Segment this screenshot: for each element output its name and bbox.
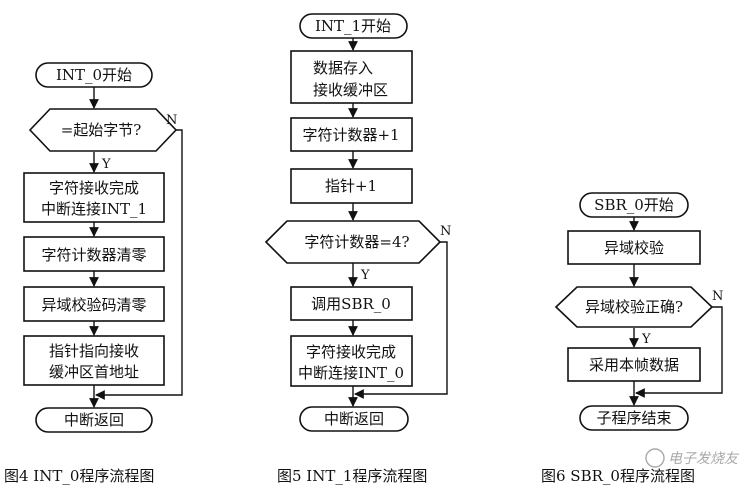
node-sbr0-end	[579, 405, 689, 431]
node-int1-step4-label: 调用SBR_0	[311, 295, 391, 313]
node-int0-step1-label-2: 中断连接INT_1	[41, 200, 147, 218]
node-sbr0-end-label: 子程序结束	[596, 409, 671, 427]
node-int0-start	[35, 62, 153, 88]
label-sbr0-no: N	[712, 289, 723, 304]
edge-int1-no-branch	[354, 241, 448, 399]
node-sbr0-step1	[567, 230, 701, 265]
node-int0-start-label: INT_0开始	[56, 66, 132, 84]
caption-sbr0: 图6 SBR_0程序流程图	[541, 467, 695, 485]
watermark: 电子发烧友	[645, 448, 740, 468]
node-int1-decision-label: 字符计数器=4?	[304, 233, 409, 251]
node-sbr0-decision	[554, 286, 714, 328]
node-int1-step1-label-2: 接收缓冲区	[313, 81, 388, 99]
node-int1-step2	[290, 117, 413, 152]
node-int0-step2-label: 字符计数器清零	[41, 246, 146, 264]
node-int0-decision	[28, 108, 178, 152]
node-int1-step3	[290, 168, 413, 204]
node-int0-end-label: 中断返回	[64, 411, 124, 429]
node-int0-step2	[23, 236, 165, 272]
node-sbr0-decision-label: 异域校验正确?	[585, 298, 683, 316]
node-sbr0-step2	[567, 347, 701, 382]
flowchart-int0: INT_0开始 =起始字节? 字符接收完成 中断连接INT_1 字符计数器清零 …	[4, 62, 183, 485]
node-int0-step4-label-1: 指针指向接收	[49, 342, 139, 360]
node-sbr0-step1-label: 异域校验	[604, 239, 664, 257]
node-int0-step1-label-1: 字符接收完成	[49, 179, 139, 197]
node-int1-step5-label-1: 字符接收完成	[306, 343, 396, 361]
node-int0-step4-label-2: 缓冲区首地址	[49, 363, 139, 381]
caption-int0: 图4 INT_0程序流程图	[4, 467, 154, 485]
label-int0-yes: Y	[101, 157, 111, 172]
node-int0-step4	[23, 335, 165, 386]
label-int1-no: N	[440, 224, 451, 239]
node-int0-end	[35, 407, 153, 433]
label-sbr0-yes: Y	[641, 332, 651, 347]
watermark-logo-icon	[645, 448, 665, 468]
node-int0-step3	[23, 286, 165, 322]
edge-sbr0-no-branch	[635, 306, 723, 398]
node-int1-end-label: 中断返回	[324, 410, 384, 428]
caption-int1: 图5 INT_1程序流程图	[277, 467, 427, 485]
edge-int0-no-branch	[95, 129, 183, 400]
flowchart-sbr0: SBR_0开始 异域校验 异域校验正确? 采用本帧数据 子程序结束 Y N 图6…	[541, 192, 723, 485]
label-int1-yes: Y	[360, 268, 370, 283]
node-sbr0-step2-label: 采用本帧数据	[589, 356, 679, 374]
node-sbr0-start-label: SBR_0开始	[594, 196, 674, 214]
node-int1-decision	[264, 220, 442, 264]
node-int0-step1	[23, 172, 165, 223]
node-int1-step2-label: 字符计数器+1	[302, 126, 399, 144]
node-int1-step3-label: 指针+1	[325, 177, 377, 195]
node-int0-decision-label: =起始字节?	[61, 121, 142, 139]
node-int1-step1-label-1: 数据存入	[313, 59, 373, 77]
node-sbr0-start	[579, 192, 689, 218]
node-int1-start	[299, 13, 408, 39]
node-int1-step5	[290, 335, 413, 387]
node-int1-start-label: INT_1开始	[315, 17, 391, 35]
watermark-text: 电子发烧友	[668, 451, 740, 467]
flowchart-int1: INT_1开始 数据存入 接收缓冲区 字符计数器+1 指针+1 字符计数器=4?…	[264, 13, 451, 485]
node-int1-step4	[290, 286, 413, 321]
node-int0-step3-label: 异域校验码清零	[41, 296, 146, 314]
node-int1-step1	[290, 50, 413, 104]
node-int1-end	[299, 406, 409, 432]
label-int0-no: N	[166, 113, 177, 128]
node-int1-step5-label-2: 中断连接INT_0	[298, 364, 404, 382]
